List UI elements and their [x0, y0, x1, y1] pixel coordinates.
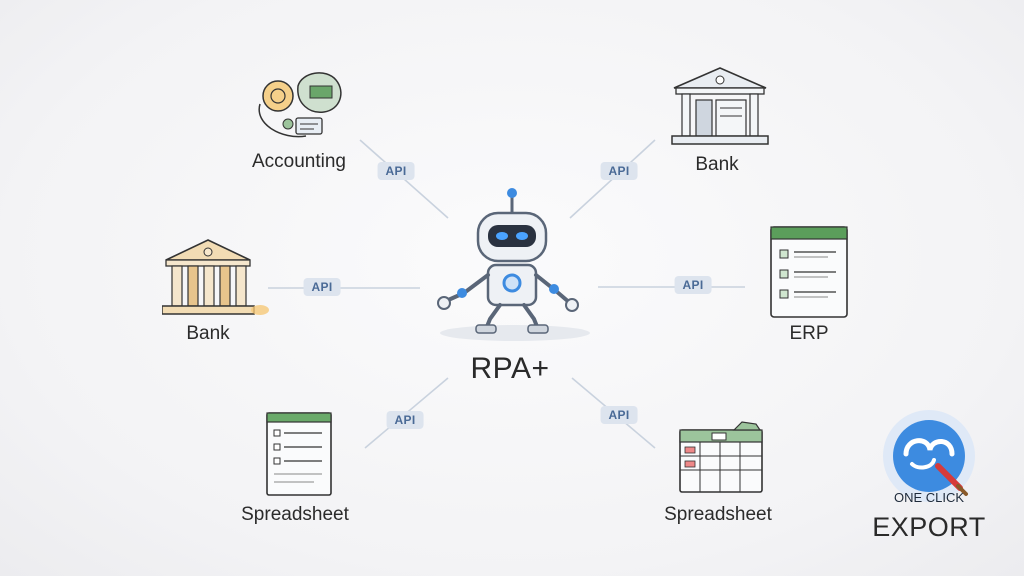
api-badge-spreadsheet-right: API: [600, 406, 638, 424]
spreadsheet-icon: [266, 412, 332, 496]
bank-mid-left-label: Bank: [186, 323, 230, 344]
erp-label: ERP: [789, 323, 829, 344]
spreadsheet-bottom-left-label: Spreadsheet: [241, 504, 349, 525]
center-label: RPA+: [470, 352, 550, 385]
one-click-label: ONE CLICK: [893, 490, 965, 505]
bank-top-right-label: Bank: [695, 154, 739, 175]
export-badge-icon[interactable]: [872, 408, 992, 548]
spreadsheet-bottom-right-label: Spreadsheet: [664, 504, 772, 525]
api-badge-spreadsheet-left: API: [386, 411, 424, 429]
accounting-label: Accounting: [251, 151, 347, 172]
erp-icon: [770, 226, 848, 318]
bank-icon: [162, 239, 269, 315]
api-badge-erp: API: [674, 276, 712, 294]
api-badge-accounting: API: [377, 162, 415, 180]
bank-icon: [671, 67, 769, 145]
robot-icon: [437, 188, 590, 341]
export-label: EXPORT: [872, 512, 986, 542]
accounting-icon: [258, 72, 342, 138]
spreadsheet-icon: [679, 421, 763, 493]
api-badge-bank-left: API: [303, 278, 341, 296]
api-badge-bank-top-right: API: [600, 162, 638, 180]
